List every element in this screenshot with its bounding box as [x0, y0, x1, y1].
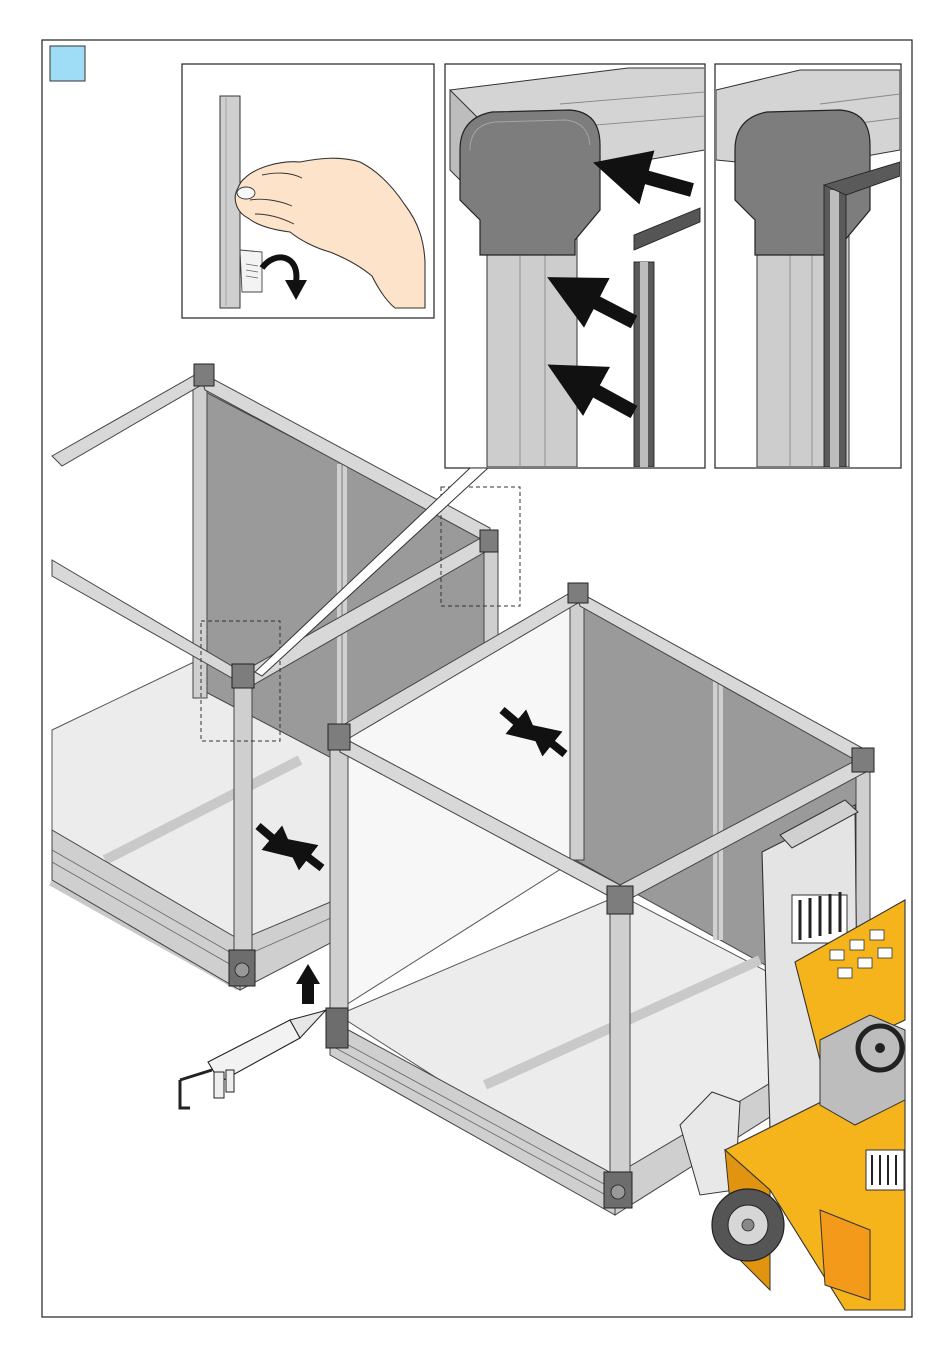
- step-marker: [50, 46, 85, 81]
- lift-arrow-icon: [296, 964, 320, 1004]
- main-scene: [52, 364, 905, 1310]
- detail-panel-tape: [182, 64, 434, 318]
- sealant-gun-icon: [180, 1010, 326, 1108]
- detail-panel-gasket-installed: [715, 64, 901, 468]
- detail-panel-gasket-insert: [445, 64, 705, 468]
